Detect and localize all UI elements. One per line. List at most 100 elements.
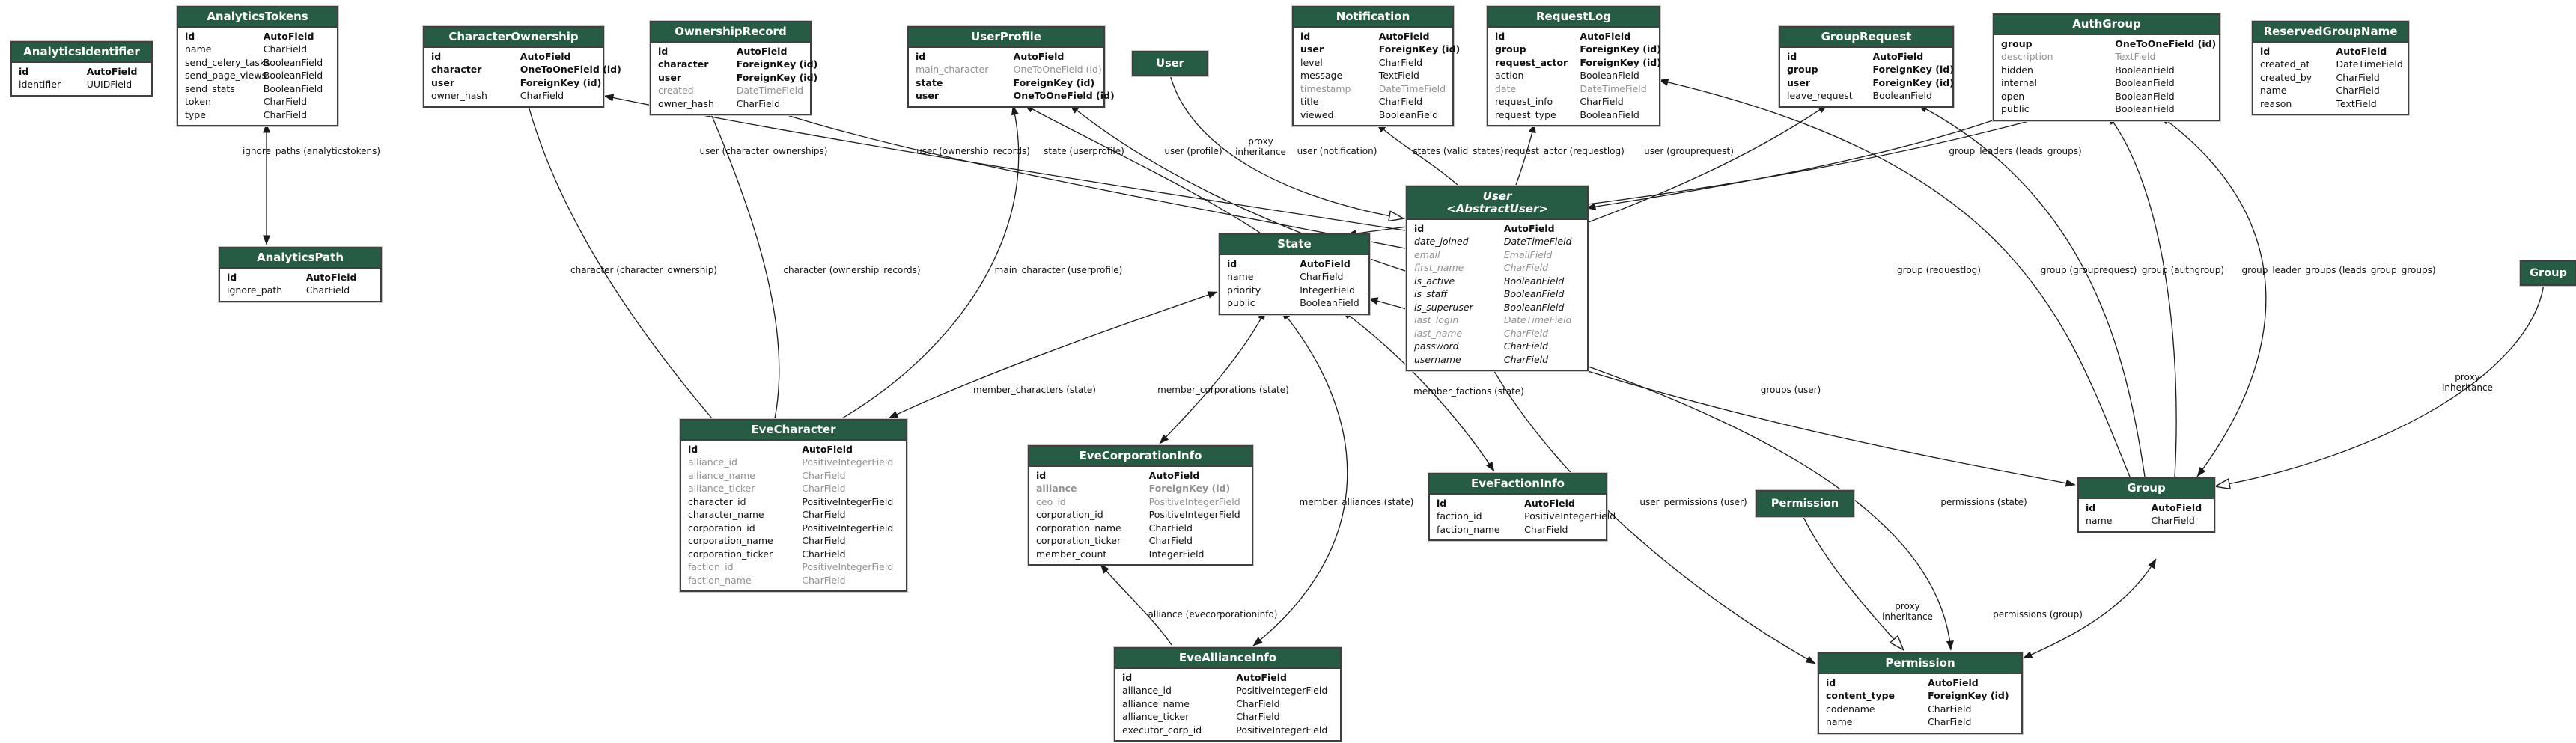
field-name: user (431, 76, 454, 88)
field-name: name (2086, 515, 2113, 527)
field-type: CharField (305, 284, 350, 296)
field-name: id (658, 45, 669, 57)
field-type: ForeignKey (id) (1872, 76, 1954, 88)
field-name: created (658, 85, 694, 97)
field-type: PositiveIntegerField (802, 522, 894, 533)
edge-label-group-leaders-leads-groups: group_leaders (leads_groups) (1949, 146, 2082, 157)
field-type: BooleanField (1300, 297, 1359, 309)
field-name: leave_request (1787, 90, 1853, 102)
field-type: TextField (2336, 97, 2377, 109)
field-type: CharField (1378, 56, 1423, 68)
field-name: corporation_ticker (1036, 535, 1121, 547)
field-name: id (2086, 501, 2096, 513)
field-type: ForeignKey (id) (736, 71, 818, 83)
field-name: name (1227, 271, 1254, 283)
field-name: action (1495, 70, 1524, 82)
field-name: name (185, 43, 212, 55)
field-name: message (1300, 70, 1343, 82)
edge-label-user-ownership-records: user (ownership_records) (916, 146, 1030, 157)
field-type: AutoField (2151, 501, 2202, 513)
field-name: date_joined (1414, 236, 1469, 248)
field-type: CharField (1148, 522, 1193, 533)
field-type: BooleanField (1872, 90, 1932, 102)
field-name: executor_corp_id (1122, 724, 1202, 736)
field-name: id (1826, 676, 1836, 688)
entity-title: User <AbstractUser> (1407, 187, 1587, 220)
field-type: PositiveIntegerField (1148, 509, 1240, 521)
field-type: TextField (1378, 70, 1419, 82)
field-type: DateTimeField (1378, 82, 1446, 94)
field-type: BooleanField (1503, 275, 1565, 287)
field-type: BooleanField (2115, 77, 2175, 89)
field-type: AutoField (2336, 45, 2387, 57)
field-type: EmailField (1503, 248, 1553, 260)
entity-title: EveFactionInfo (1430, 474, 1606, 495)
field-name: state (916, 76, 943, 88)
edge-label-permissions-state: permissions (state) (1940, 497, 2027, 508)
field-type: ForeignKey (id) (1580, 43, 1661, 55)
field-type: CharField (520, 90, 564, 102)
edge-label-permissions-group: permissions (group) (1993, 609, 2083, 620)
field-type: ForeignKey (id) (1013, 76, 1095, 88)
edge-label-member-corporations-state: member_corporations (state) (1157, 385, 1289, 396)
field-name: faction_id (688, 561, 734, 573)
field-type: AutoField (1300, 257, 1351, 269)
field-type: AutoField (1503, 222, 1555, 234)
field-type: DateTimeField (2336, 58, 2403, 70)
field-row-leave-request: leave_request BooleanField (1787, 89, 1946, 103)
field-type: PositiveIntegerField (802, 456, 894, 468)
field-type: AutoField (520, 50, 571, 62)
field-name: created_at (2260, 58, 2310, 70)
entity-title: ReservedGroupName (2253, 22, 2408, 43)
field-name: send_page_views (185, 70, 267, 82)
field-type: DateTimeField (1503, 314, 1572, 326)
field-type: CharField (802, 535, 846, 547)
field-type: AutoField (802, 443, 853, 455)
edge-label-state-userprofile: state (userprofile) (1044, 146, 1124, 157)
edge-evealliance-evecorporationinfo (1100, 563, 1172, 646)
field-name: id (1036, 469, 1047, 481)
field-name: user (916, 90, 939, 102)
field-type: ForeignKey (id) (1580, 56, 1661, 68)
field-type: BooleanField (1378, 108, 1439, 120)
field-type: DateTimeField (1580, 82, 1647, 94)
edge-label-group-grouprequest: group (grouprequest) (2040, 265, 2137, 276)
field-type: CharField (736, 97, 781, 109)
field-type: CharField (1236, 711, 1280, 723)
entity-title: AuthGroup (1994, 15, 2219, 35)
field-name: member_count (1036, 548, 1107, 560)
field-name: priority (1227, 284, 1261, 296)
field-type: CharField (1524, 523, 1568, 535)
